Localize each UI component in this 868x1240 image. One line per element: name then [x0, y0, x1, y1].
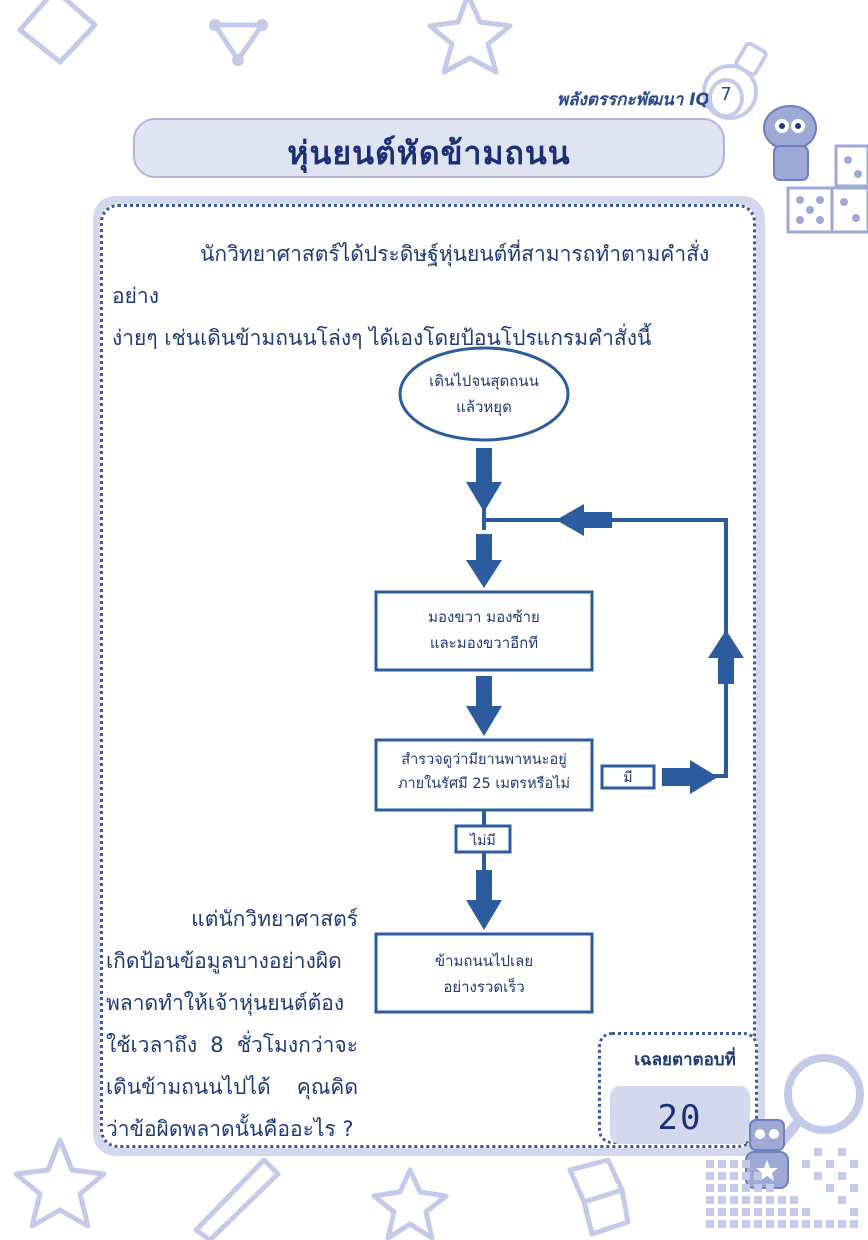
intro-line-2: ง่ายๆ เช่นเดินข้ามถนนโล่งๆ ได้เองโดยป้อน… [112, 326, 652, 350]
pixel-grid-decor [706, 1148, 858, 1228]
answer-label: เฉลยตาตอบที่ [634, 1050, 736, 1070]
yes-label-box [600, 764, 656, 790]
cross-node-text: ข้ามถนนไปเลย อย่างรวดเร็ว [380, 948, 588, 1000]
start-line-1: เดินไปจนสุดถนน [429, 372, 539, 390]
look-node-text: มองขวา มองซ้าย และมองขวาอีกที [380, 604, 588, 656]
intro-line-1: นักวิทยาศาสตร์ได้ประดิษฐ์หุ่นยนต์ที่สามา… [112, 242, 710, 308]
question-paragraph: แต่นักวิทยาศาสตร์ เกิดป้อนข้อมูลบางอย่าง… [106, 898, 358, 1150]
yes-label: มี [623, 770, 633, 786]
check-line-2: ภายในรัศมี 25 เมตรหรือไม่ [397, 776, 571, 792]
magnifier-robot-icon [745, 1054, 864, 1189]
arrow-down-4 [466, 870, 502, 930]
start-node-text: เดินไปจนสุดถนน แล้วหยุด [404, 368, 564, 420]
check-node-text: สำรวจดูว่ามียานพาหนะอยู่ ภายในรัศมี 25 เ… [380, 748, 588, 796]
arrow-down-1 [466, 448, 502, 512]
decor-bottom-shapes [13, 1137, 631, 1240]
question-lead: แต่นักวิทยาศาสตร์ [191, 907, 358, 931]
answer-number-panel [610, 1086, 750, 1144]
check-node [374, 738, 594, 812]
cross-node [374, 932, 594, 1014]
look-node [374, 590, 594, 672]
cross-line-1: ข้ามถนนไปเลย [434, 952, 534, 970]
no-label: ไม่มี [470, 833, 496, 849]
start-line-2: แล้วหยุด [456, 398, 512, 416]
robot-dice-icon [763, 105, 868, 234]
page-title: หุ่นยนต์หัดข้ามถนน [287, 134, 571, 172]
arrow-left-loop [556, 504, 612, 536]
answer-number: 20 [657, 1098, 703, 1138]
question-body: เกิดป้อนข้อมูลบางอย่างผิดพลาดทำให้เจ้าหุ… [106, 949, 358, 1141]
cross-line-2: อย่างรวดเร็ว [443, 978, 525, 996]
arrow-right-yes [662, 760, 718, 794]
title-banner: หุ่นยนต์หัดข้ามถนน [133, 118, 725, 178]
page-number-ring [708, 78, 744, 118]
check-line-1: สำรวจดูว่ามียานพาหนะอยู่ [401, 752, 567, 768]
arrow-up-loop [708, 630, 744, 684]
arrow-down-2 [466, 534, 502, 588]
start-node [398, 346, 570, 442]
intro-paragraph: นักวิทยาศาสตร์ได้ประดิษฐ์หุ่นยนต์ที่สามา… [112, 233, 740, 359]
series-title: พลังตรรกะพัฒนา IQ [556, 90, 710, 110]
page-number: 7 [720, 84, 732, 105]
decor-top-shapes [17, 0, 513, 75]
look-line-2: และมองขวาอีกที [429, 634, 539, 652]
look-line-1: มองขวา มองซ้าย [428, 608, 540, 626]
arrow-down-3 [466, 676, 502, 736]
